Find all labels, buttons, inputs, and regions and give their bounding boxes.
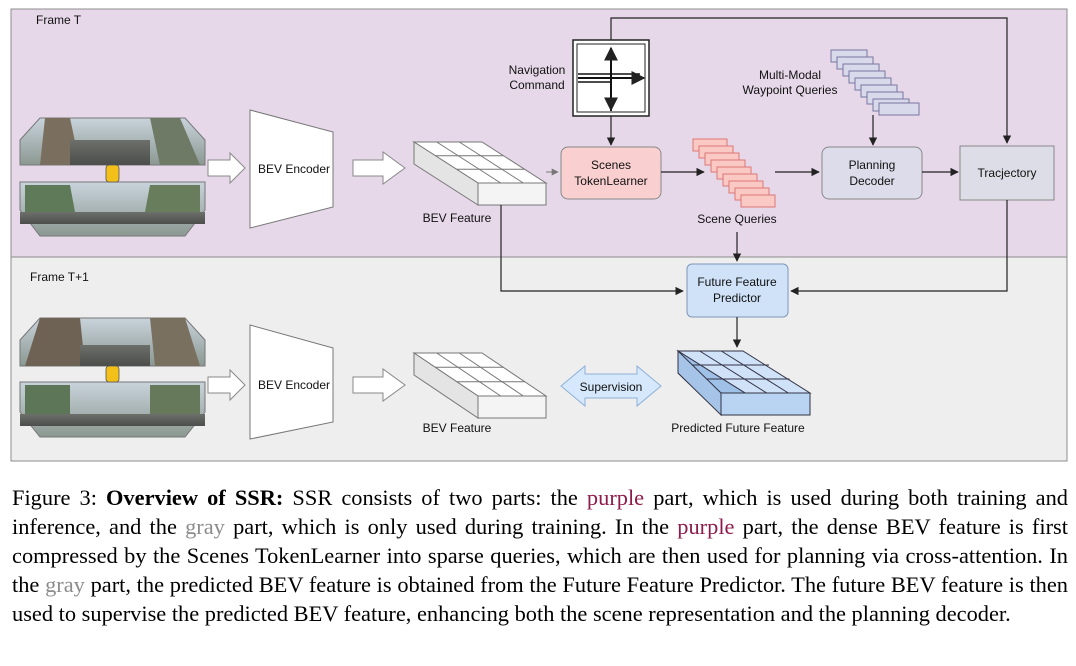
bev-feature-bottom-label: BEV Feature <box>423 421 492 435</box>
waypoint-queries-label-1: Multi-Modal <box>759 68 821 82</box>
bev-encoder-top <box>249 109 334 229</box>
supervision-double-arrow <box>560 364 662 408</box>
bev-feature-top-label: BEV Feature <box>423 211 492 225</box>
scenes-tokenlearner-label-2: TokenLearner <box>574 174 647 188</box>
camera-images-top <box>19 117 206 237</box>
bev-feature-grid-top <box>412 141 548 206</box>
caption-text-4: part, the dense BEV feature is first com… <box>12 514 1068 597</box>
ssr-architecture-diagram: Frame T Frame T+1 BEV Encoder BEV Featur… <box>10 8 1068 462</box>
frame-t-label: Frame T <box>36 13 82 27</box>
scenes-tokenlearner-box <box>560 146 662 200</box>
bev-to-predictor-arrow <box>500 205 684 296</box>
waypoint-queries-stack <box>830 49 920 116</box>
ego-car-icon <box>105 164 120 183</box>
bev-encoder-top-label: BEV Encoder <box>258 162 330 176</box>
caption-text-2: part, which is used during both training… <box>12 485 1069 539</box>
caption-prefix: Figure 3: <box>12 485 107 510</box>
figure-caption: Figure 3: Overview of SSR: SSR consists … <box>12 483 1068 628</box>
hollow-arrow-bottom-1 <box>207 368 246 402</box>
bev-feature-grid-bottom <box>412 352 548 419</box>
predicted-future-feature-grid <box>676 349 812 417</box>
future-feature-predictor-label-1: Future Feature <box>697 275 777 289</box>
camera-images-bottom <box>19 317 206 438</box>
caption-purple-1: purple <box>586 485 645 510</box>
caption-gray-1: gray <box>185 514 225 539</box>
navigation-command-label-2: Command <box>509 78 564 92</box>
hollow-arrow-bottom-2 <box>352 368 406 402</box>
planning-decoder-box <box>821 146 923 200</box>
predicted-future-feature-label: Predicted Future Feature <box>671 421 805 435</box>
planning-decoder-label-1: Planning <box>849 158 896 172</box>
ego-car-icon-bottom <box>105 365 120 383</box>
caption-text-1: SSR consists of two parts: the <box>283 485 587 510</box>
scene-queries-label: Scene Queries <box>697 212 776 226</box>
caption-gray-2: gray <box>45 572 85 597</box>
trajectory-to-predictor-arrow <box>790 200 1008 296</box>
caption-text-5: part, the predicted BEV feature is obtai… <box>12 572 1068 626</box>
trajectory-label: Tracjectory <box>978 166 1037 180</box>
scene-queries-stack <box>692 138 776 208</box>
scenes-tokenlearner-label-1: Scenes <box>591 158 631 172</box>
caption-title: Overview of SSR: <box>106 485 284 510</box>
bev-encoder-bottom-label: BEV Encoder <box>258 378 330 392</box>
frame-t1-label: Frame T+1 <box>30 270 89 284</box>
supervision-label: Supervision <box>580 380 643 394</box>
bev-encoder-bottom <box>249 324 334 440</box>
navigation-command-icon <box>572 39 650 117</box>
planning-decoder-label-2: Decoder <box>849 174 894 188</box>
hollow-arrow-top-1 <box>207 151 246 185</box>
navigation-command-label-1: Navigation <box>509 63 566 77</box>
hollow-arrow-top-2 <box>352 151 406 185</box>
nav-to-trajectory-arrow <box>610 17 1012 144</box>
caption-text-3: part, which is only used during training… <box>224 514 678 539</box>
trajectory-box <box>959 145 1055 201</box>
waypoint-queries-label-2: Waypoint Queries <box>743 83 838 97</box>
caption-purple-2: purple <box>677 514 735 539</box>
future-feature-predictor-label-2: Predictor <box>713 291 761 305</box>
